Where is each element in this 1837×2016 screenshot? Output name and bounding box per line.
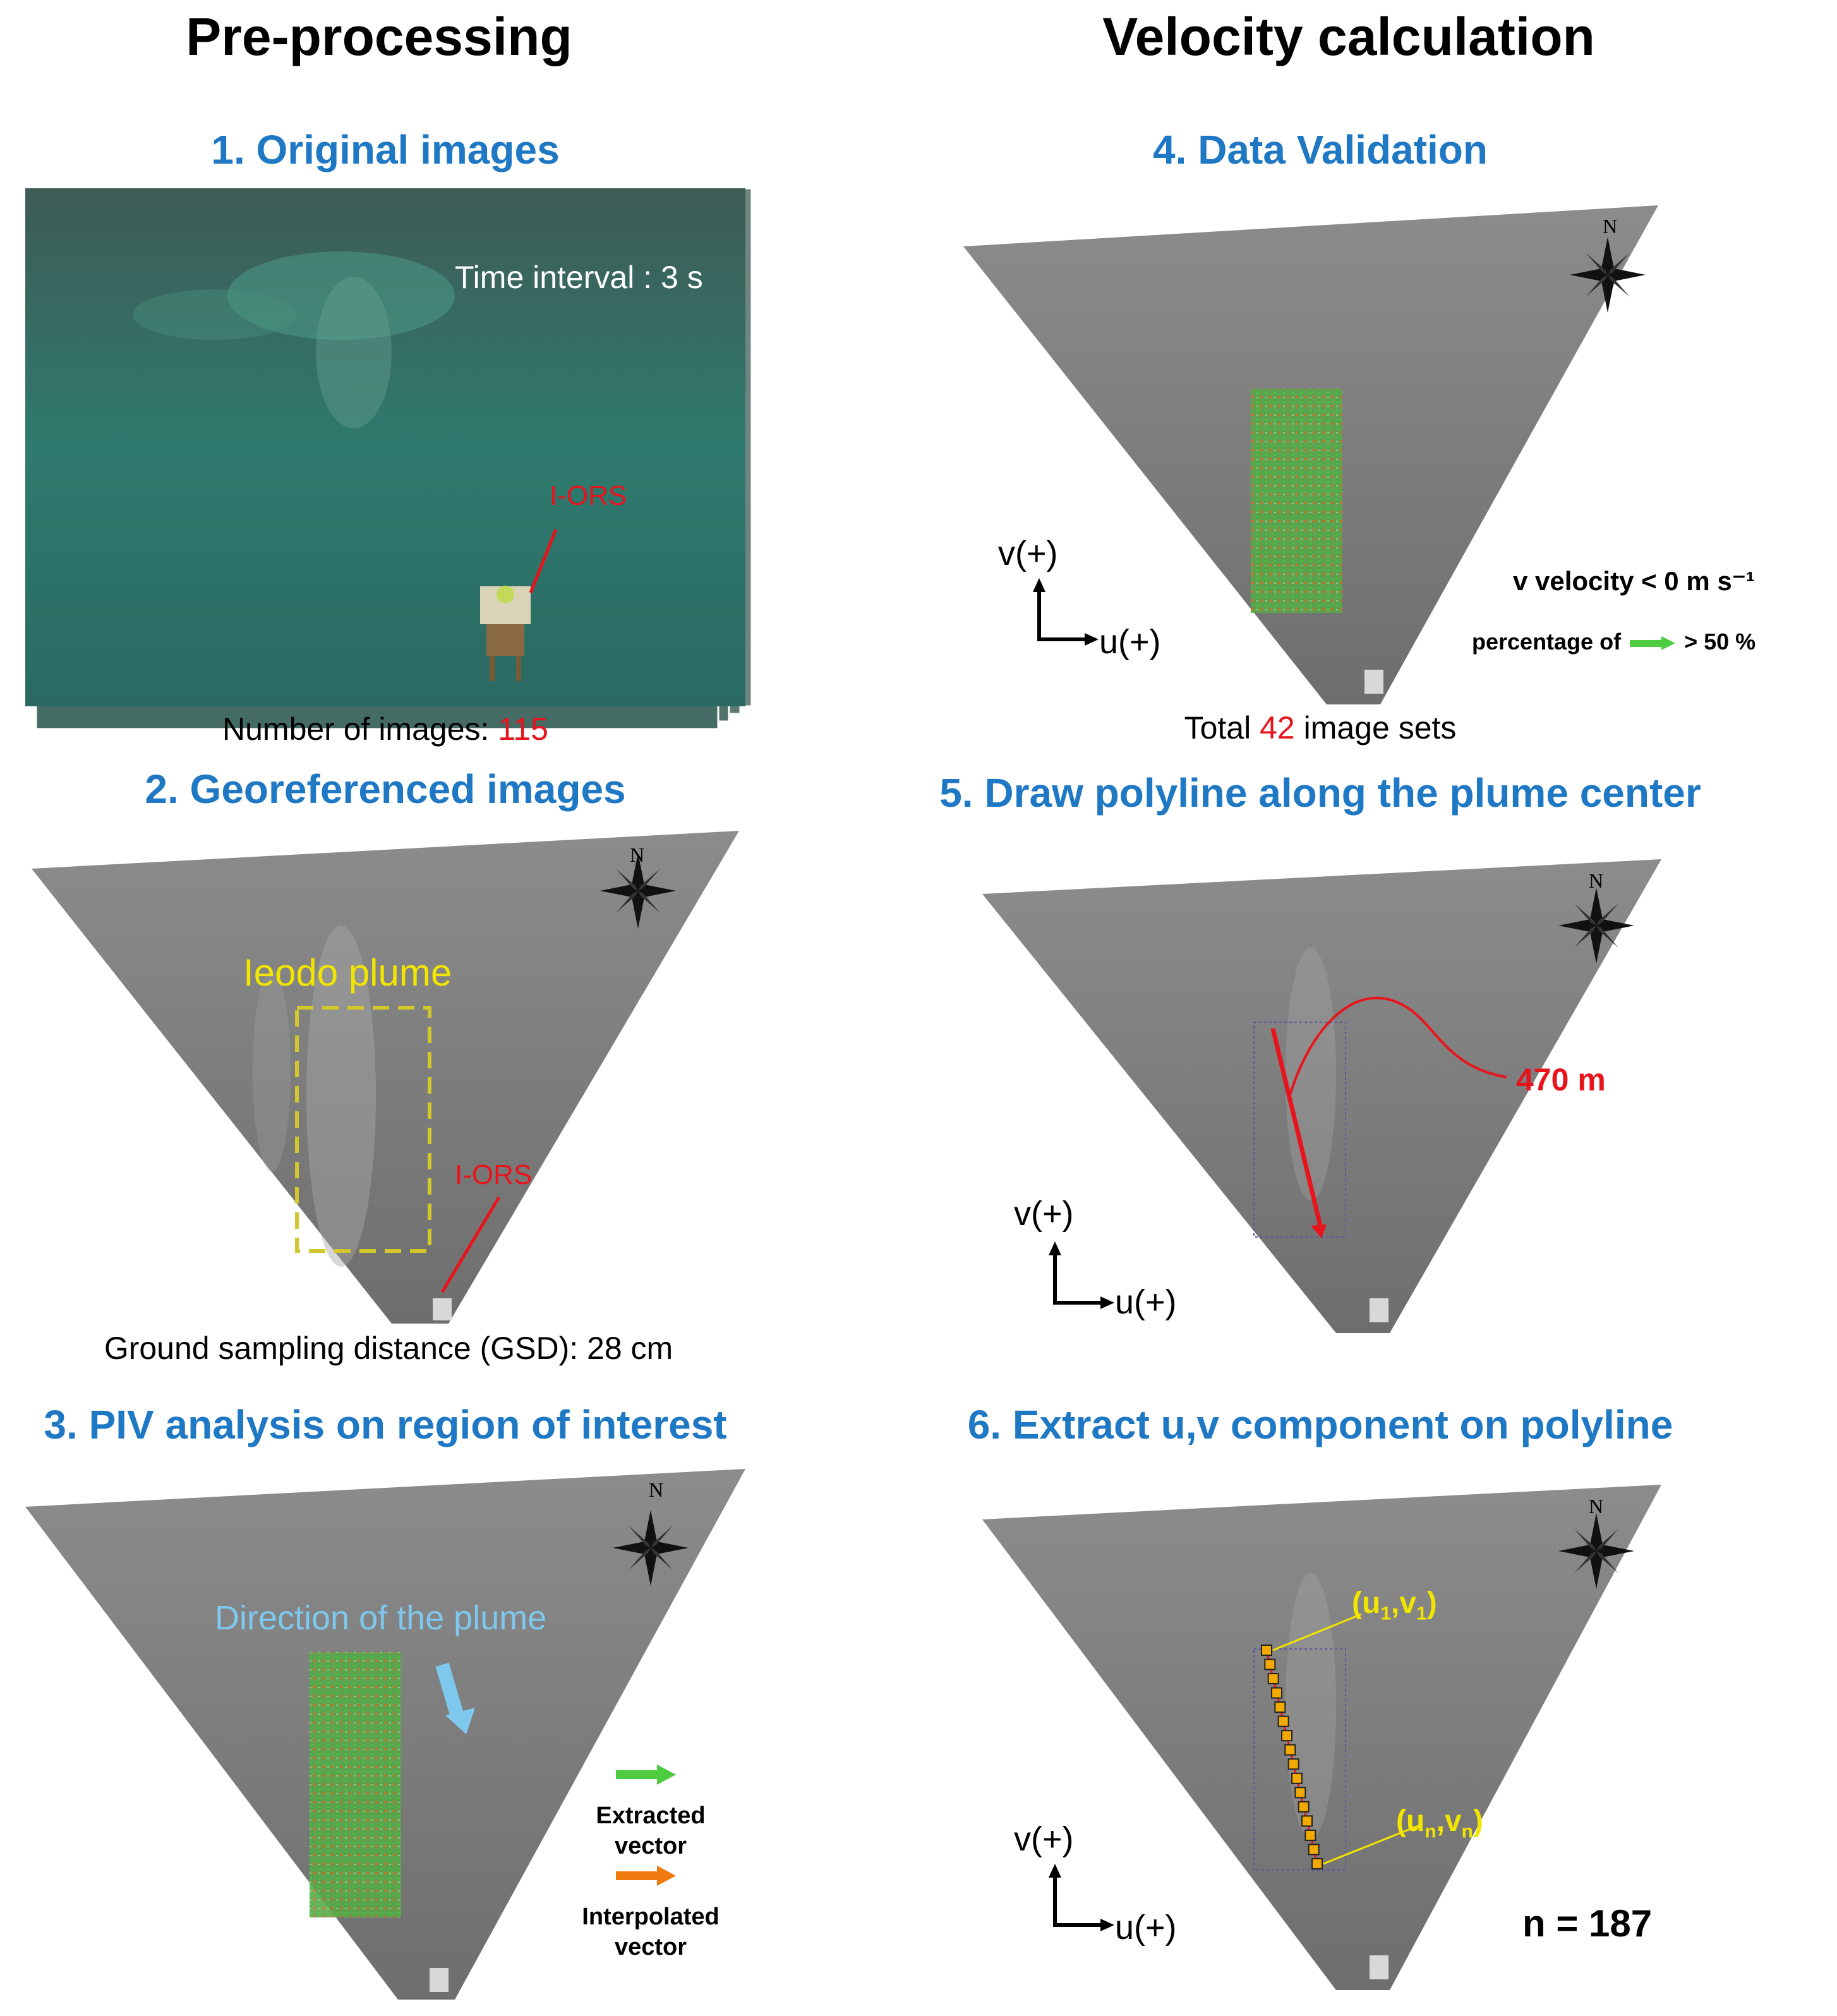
step4-caption: Total 42 image sets (1184, 710, 1457, 745)
polyline-node (1308, 1844, 1320, 1856)
axes-icon (1033, 578, 1099, 646)
column-title-velocity-calculation: Velocity calculation (1102, 7, 1595, 66)
direction-arrow-icon (435, 1662, 475, 1734)
polyline-node (1281, 1730, 1292, 1742)
axes-icon (1049, 1864, 1114, 1931)
green-arrow-icon (1630, 636, 1676, 651)
north-label: N (649, 1478, 664, 1501)
piv-region (1251, 389, 1342, 613)
station-label: I-ORS (550, 480, 627, 511)
compass-icon (1558, 1513, 1634, 1589)
polyline-node (1294, 1787, 1306, 1799)
platform-icon (1364, 670, 1383, 694)
step5-title: 5. Draw polyline along the plume center (939, 770, 1701, 816)
step2-title: 2. Georeferenced images (145, 766, 626, 812)
polyline-node (1261, 1645, 1272, 1656)
step4-title: 4. Data Validation (1153, 127, 1488, 172)
step5-polyline-image (982, 859, 1661, 1333)
u-axis-label: u(+) (1115, 1909, 1177, 1947)
direction-label: Direction of the plume (215, 1599, 547, 1637)
n-count-label: n = 187 (1522, 1902, 1653, 1945)
column-title-pre-processing: Pre-processing (186, 7, 572, 66)
polyline-node (1271, 1687, 1282, 1699)
polyline-node (1284, 1744, 1296, 1756)
polyline-node (1264, 1658, 1276, 1670)
polyline-node (1301, 1815, 1313, 1827)
u-axis-label: u(+) (1099, 623, 1161, 661)
station-pointer (529, 529, 558, 593)
plume-box (295, 1006, 431, 1253)
step6-title: 6. Extract u,v component on polyline (967, 1402, 1673, 1447)
polyline-nodes (1261, 1645, 1323, 1869)
polyline-node (1274, 1701, 1286, 1713)
time-interval-label: Time interval : 3 s (455, 260, 703, 295)
polyline-node (1287, 1758, 1299, 1770)
v-axis-label: v(+) (1014, 1820, 1074, 1858)
step2-caption: Ground sampling distance (GSD): 28 cm (104, 1331, 673, 1366)
platform-icon (480, 586, 531, 681)
extracted-vector-icon (616, 1765, 676, 1785)
u-axis-label: u(+) (1115, 1283, 1177, 1321)
north-label: N (1589, 1495, 1604, 1518)
step2-georeferenced-image (32, 831, 739, 1324)
north-label: N (1603, 215, 1618, 238)
first-point-label: (u1,v1) (1352, 1586, 1437, 1624)
plume-label: Ieodo plume (243, 951, 452, 994)
polyline-node (1304, 1829, 1316, 1841)
north-label: N (1589, 869, 1604, 892)
polyline-node (1291, 1772, 1303, 1784)
compass-icon (600, 853, 676, 929)
rule-percentage: percentage of > 50 % (1472, 629, 1756, 655)
v-axis-label: v(+) (998, 534, 1058, 572)
step1-title: 1. Original images (211, 127, 560, 172)
length-label: 470 m (1516, 1062, 1606, 1097)
piv-region (310, 1652, 401, 1917)
compass-icon (1570, 237, 1646, 313)
platform-icon (430, 1968, 449, 1992)
compass-icon (1558, 888, 1634, 963)
rule-v-velocity: v velocity < 0 m s⁻¹ (1513, 566, 1755, 596)
last-point-label: (un,vn) (1396, 1804, 1483, 1842)
polyline-node (1277, 1715, 1289, 1727)
north-label: N (630, 843, 645, 866)
platform-icon (433, 1298, 452, 1320)
station-label: I-ORS (455, 1159, 533, 1190)
step3-piv-image (25, 1469, 745, 2000)
axes-icon (1049, 1241, 1114, 1309)
step4-validation-image (963, 205, 1658, 704)
step3-title: 3. PIV analysis on region of interest (44, 1402, 727, 1447)
step1-original-images-stack (25, 187, 753, 730)
polyline-node (1311, 1858, 1323, 1869)
polyline (1270, 1028, 1323, 1226)
platform-icon (1370, 1298, 1388, 1322)
polyline-node (1267, 1673, 1279, 1685)
length-pointer (1287, 996, 1507, 1100)
platform-icon (1370, 1955, 1388, 1979)
v-axis-label: v(+) (1014, 1195, 1074, 1233)
polyline-node (1298, 1801, 1310, 1813)
interpolated-vector-icon (616, 1866, 676, 1886)
step6-extraction-image (982, 1485, 1661, 1990)
compass-icon (613, 1510, 689, 1586)
step1-caption: Number of images: 115 (222, 711, 548, 747)
